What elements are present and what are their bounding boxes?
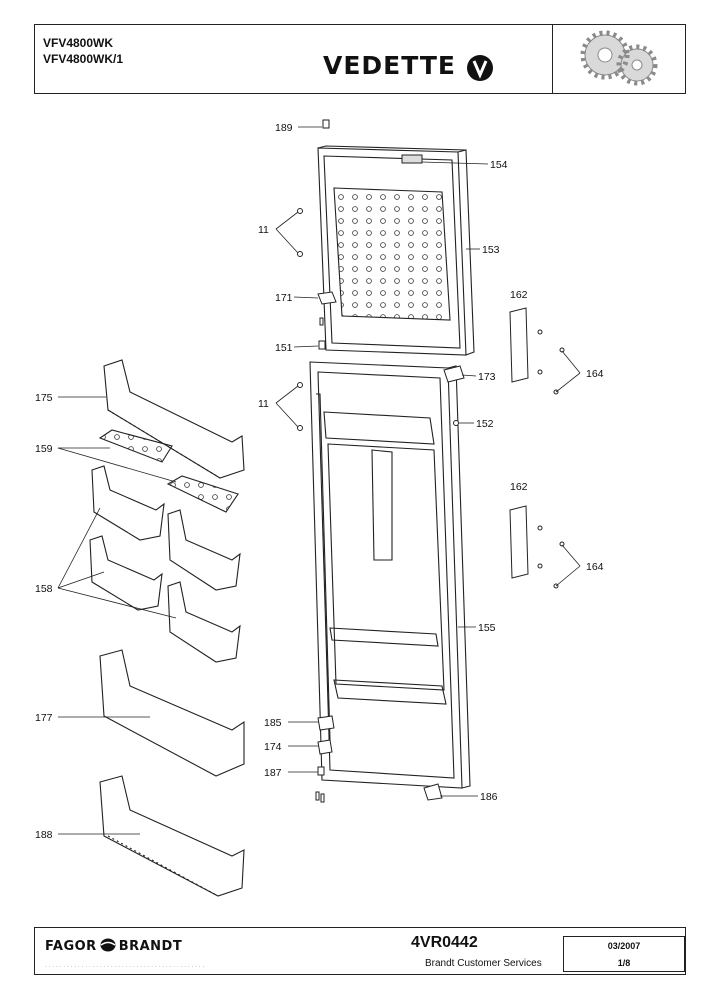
callout-186: 186 bbox=[480, 791, 498, 803]
date-page-box: 03/2007 1/8 bbox=[563, 936, 685, 972]
part-186 bbox=[423, 783, 443, 801]
part-151 bbox=[318, 340, 326, 350]
callout-171: 171 bbox=[275, 292, 293, 304]
callout-177: 177 bbox=[35, 712, 53, 724]
fridge-door bbox=[309, 361, 471, 789]
model-number-1: VFV4800WK bbox=[43, 36, 114, 50]
brand-swoosh-icon bbox=[100, 938, 116, 952]
callout-187: 187 bbox=[264, 767, 282, 779]
exploded-parts-diagram: 189 154 11 153 171 162 151 173 164 175 1… bbox=[0, 100, 707, 930]
callout-173: 173 bbox=[478, 371, 496, 383]
service-name: Brandt Customer Services bbox=[425, 958, 542, 969]
callout-153: 153 bbox=[482, 244, 500, 256]
callout-158: 158 bbox=[35, 583, 53, 595]
callout-162-upper: 162 bbox=[510, 289, 528, 301]
document-number: 4VR0442 bbox=[411, 934, 478, 951]
part-189 bbox=[322, 119, 330, 129]
callout-11-lower: 11 bbox=[258, 398, 269, 410]
model-number-2: VFV4800WK/1 bbox=[43, 52, 124, 66]
part-173 bbox=[443, 365, 465, 383]
brand-name: VEDETTE bbox=[323, 51, 457, 80]
callout-151: 151 bbox=[275, 342, 293, 354]
callout-185: 185 bbox=[264, 717, 282, 729]
title-block: VFV4800WK VFV4800WK/1 VEDETTE bbox=[34, 24, 686, 94]
callout-159: 159 bbox=[35, 443, 53, 455]
callout-175: 175 bbox=[35, 392, 53, 404]
company-right: BRANDT bbox=[118, 939, 183, 954]
freezer-door bbox=[317, 145, 475, 356]
logo-tagline-decoration: ········································… bbox=[45, 964, 207, 970]
door-shelves bbox=[89, 359, 245, 897]
callout-164-lower: 164 bbox=[586, 561, 604, 573]
part-185 bbox=[317, 715, 335, 731]
gears-icon bbox=[552, 25, 685, 93]
brand-logo-icon bbox=[467, 55, 493, 81]
callout-189: 189 bbox=[275, 122, 293, 134]
footer-block: FAGOR BRANDT ····························… bbox=[34, 927, 686, 975]
part-174 bbox=[317, 739, 333, 755]
callout-188: 188 bbox=[35, 829, 53, 841]
callout-174: 174 bbox=[264, 741, 282, 753]
callout-162-lower: 162 bbox=[510, 481, 528, 493]
model-list: VFV4800WK VFV4800WK/1 bbox=[43, 35, 123, 67]
part-171 bbox=[317, 291, 337, 305]
callout-152: 152 bbox=[476, 418, 494, 430]
document-date: 03/2007 bbox=[607, 941, 641, 951]
callout-164-upper: 164 bbox=[586, 368, 604, 380]
part-187 bbox=[317, 766, 325, 776]
hinge-162-upper bbox=[509, 307, 529, 383]
label-plate bbox=[401, 154, 423, 164]
company-left: FAGOR bbox=[45, 939, 97, 954]
fagor-brandt-logo: FAGOR BRANDT bbox=[45, 938, 182, 954]
callout-11-upper: 11 bbox=[258, 224, 269, 236]
part-152 bbox=[453, 420, 459, 426]
callout-154: 154 bbox=[490, 159, 508, 171]
callout-155: 155 bbox=[478, 622, 496, 634]
page-number: 1/8 bbox=[617, 958, 631, 968]
hinge-162-lower bbox=[509, 505, 529, 579]
